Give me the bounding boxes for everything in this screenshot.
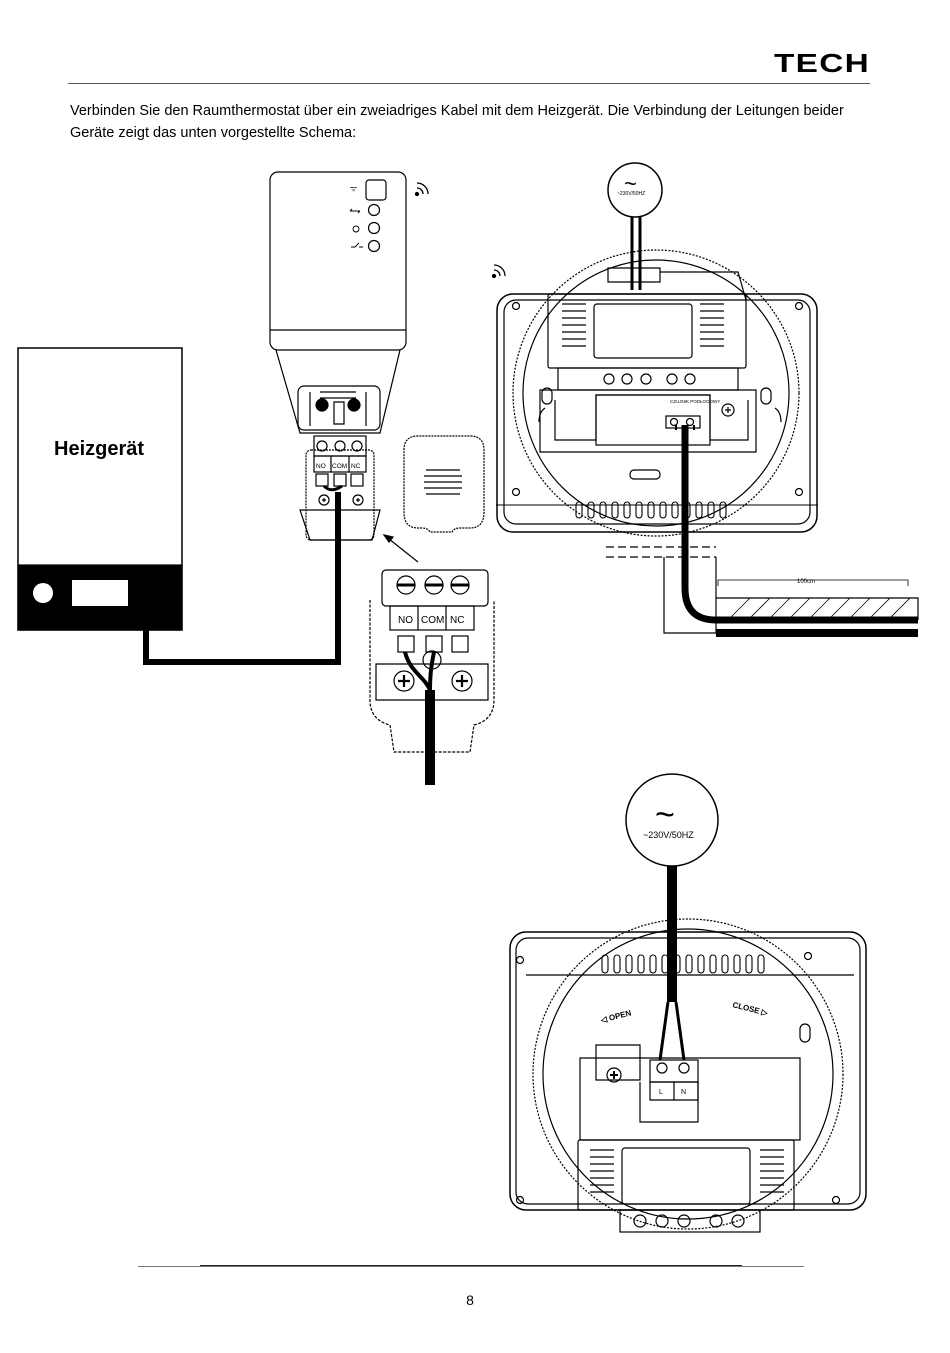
tech-logo: TECH <box>774 52 870 74</box>
svg-text:CLOSE ▷: CLOSE ▷ <box>732 1000 770 1018</box>
svg-text:~: ~ <box>655 796 675 834</box>
svg-text:NO: NO <box>398 615 413 626</box>
intro-paragraph: Verbinden Sie den Raumthermostat über ei… <box>70 100 880 144</box>
svg-text:100cm: 100cm <box>797 579 815 585</box>
svg-text:NC: NC <box>351 463 361 470</box>
thermostat-bottom: ~ ~230V/50HZ ◁ OPEN CLOSE ▷ <box>509 773 867 1233</box>
receiver-button-icon <box>365 179 387 201</box>
svg-text:L: L <box>659 1089 663 1096</box>
svg-text:NC: NC <box>450 615 464 626</box>
svg-text:NO: NO <box>316 463 326 470</box>
svg-text:TECH: TECH <box>774 52 870 74</box>
wireless-signal-icon-2 <box>491 264 506 279</box>
boiler-label: Heizgerät <box>54 438 145 460</box>
boiler-display-icon <box>72 580 128 606</box>
boiler-knob-icon <box>33 583 53 603</box>
wireless-signal-icon <box>414 182 429 197</box>
svg-text:CZUJNIK PODŁOGOWY: CZUJNIK PODŁOGOWY <box>670 399 720 404</box>
terminal-block-small: NO COM NC <box>299 435 381 541</box>
boiler <box>17 347 183 631</box>
terminal-block-large: NO COM NC <box>369 569 495 785</box>
wifi-small-icon: ᯤ <box>350 184 357 193</box>
led-power-icon <box>367 221 381 235</box>
svg-text:~: ~ <box>624 171 637 196</box>
svg-text:◁ OPEN: ◁ OPEN <box>599 1008 632 1025</box>
svg-text:~230V/50HZ: ~230V/50HZ <box>643 830 694 840</box>
boiler-cable <box>143 492 341 665</box>
svg-text:COM: COM <box>421 615 444 626</box>
page-number: 8 <box>466 1292 474 1308</box>
led-link-icon <box>367 203 381 217</box>
thermostat-top: ~ ~230V/50HZ CZUJNIK PODŁOGOWY <box>491 162 919 637</box>
svg-text:N: N <box>681 1089 686 1096</box>
svg-text:~230V/50HZ: ~230V/50HZ <box>617 191 645 197</box>
footer-rule <box>138 1265 804 1267</box>
header-rule <box>68 83 870 84</box>
intro-line-2: Geräte zeigt das unten vorgestellte Sche… <box>70 125 357 141</box>
receiver-module: ᯤ <box>269 171 429 434</box>
terminal-cover <box>403 435 485 533</box>
svg-text:COM: COM <box>332 463 347 470</box>
led-relay-icon <box>367 239 381 253</box>
intro-line-1: Verbinden Sie den Raumthermostat über ei… <box>70 103 844 119</box>
